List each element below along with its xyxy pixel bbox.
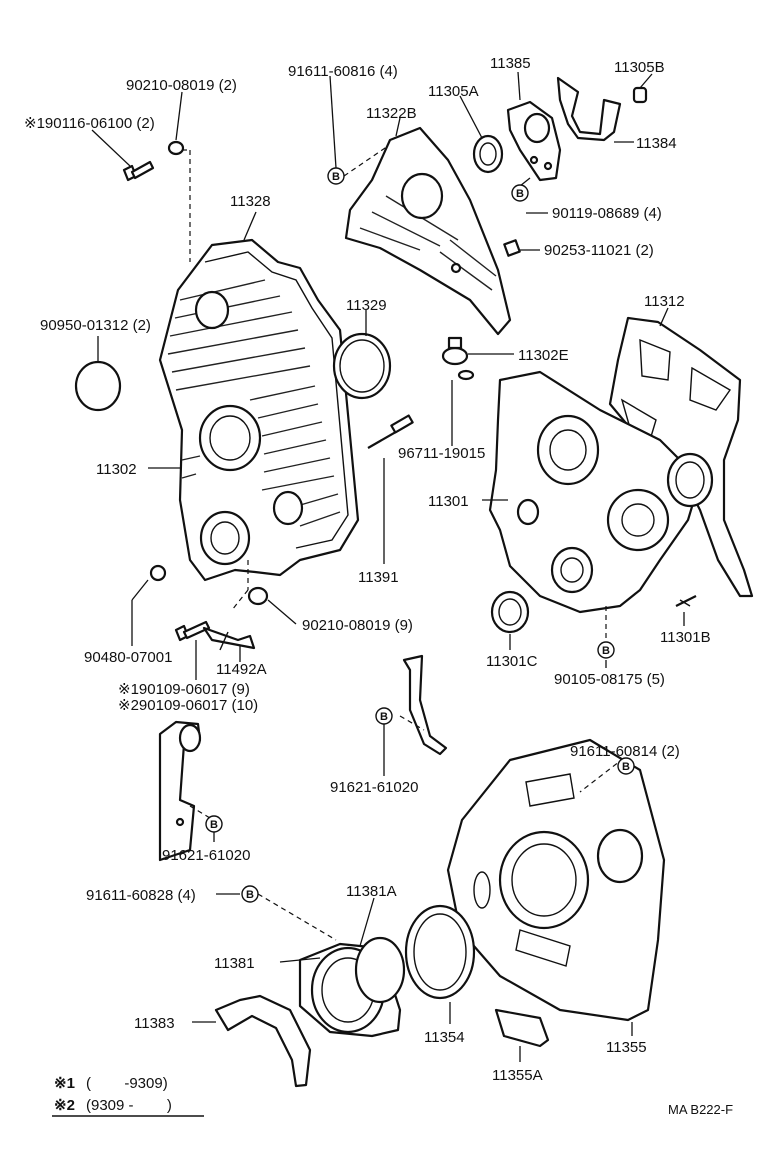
label-91611-60828: 91611-60828 (4): [86, 887, 196, 904]
oil-seal-11354: [404, 904, 476, 1000]
washer-90210-08019-top: [167, 140, 185, 156]
label-90253-11021: 90253-11021 (2): [544, 242, 654, 259]
clamp-11492A: [202, 626, 256, 651]
label-90210-08019-2: 90210-08019 (2): [126, 77, 237, 94]
label-290109-06017: ※290109-06017 (10): [118, 697, 258, 714]
dowel-90253-11021: [503, 239, 521, 257]
stud-11301B: [675, 595, 697, 607]
label-91611-60816: 91611-60816 (4): [288, 63, 398, 80]
legend-range-2: (9309 - ): [86, 1097, 172, 1114]
label-11302E: 11302E: [518, 347, 569, 364]
label-11301: 11301: [428, 493, 469, 510]
svg-text:B: B: [332, 171, 340, 183]
legend-mark-2: ※2: [54, 1097, 75, 1114]
label-11355A: 11355A: [492, 1067, 543, 1084]
svg-text:B: B: [210, 819, 218, 831]
label-11391: 11391: [358, 569, 399, 586]
label-11329: 11329: [346, 297, 387, 314]
svg-text:B: B: [246, 889, 254, 901]
legend-range-1: ( -9309): [86, 1075, 168, 1092]
label-11305A: 11305A: [428, 83, 479, 100]
legend-mark-1: ※1: [54, 1075, 75, 1092]
label-11354: 11354: [424, 1029, 465, 1046]
label-11305B: 11305B: [614, 59, 665, 76]
end-plate-11355: [446, 738, 666, 1022]
label-90210-08019-9: 90210-08019 (9): [302, 617, 413, 634]
seal-11305A: [472, 134, 504, 174]
label-190116-06100: ※190116-06100 (2): [24, 115, 155, 132]
bolt-marker-7: B: [241, 885, 259, 903]
dipstick-guide-11391: [367, 414, 414, 449]
label-11312: 11312: [644, 293, 685, 310]
plug-90950-01312: [74, 360, 122, 412]
seal-11301C: [490, 590, 530, 634]
label-11381A: 11381A: [346, 883, 397, 900]
washer-90210-08019-lower: [247, 586, 269, 606]
o-ring-96711-19015: [457, 369, 475, 381]
footnote-legend: ※1 ( -9309) ※2 (9309 - ): [52, 1075, 204, 1117]
svg-text:B: B: [516, 188, 524, 200]
bracket-left: [158, 720, 202, 862]
bolt-marker-4: B: [375, 707, 393, 725]
label-11383: 11383: [134, 1015, 175, 1032]
oil-pan-plate-11383: [214, 994, 312, 1088]
bracket-11385: [506, 100, 562, 182]
seal-retainer-11381: [298, 936, 406, 1038]
label-11381: 11381: [214, 955, 255, 972]
washer-90480-07001: [149, 564, 167, 582]
label-11302: 11302: [96, 461, 137, 478]
timing-belt-cover-11302: [158, 238, 360, 582]
o-ring-11329: [332, 332, 392, 400]
label-90119-08689: 90119-08689 (4): [552, 205, 662, 222]
bolt-marker-6: B: [205, 815, 223, 833]
bolt-marker-2: B: [511, 184, 529, 202]
bolt-190116-06100: [122, 160, 155, 182]
label-11301C: 11301C: [486, 653, 538, 670]
plug-11302E: [441, 336, 469, 366]
plate-11384: [556, 76, 622, 142]
label-91621-61020-center: 91621-61020: [330, 779, 418, 796]
svg-text:B: B: [380, 711, 388, 723]
label-90105-08175: 90105-08175 (5): [554, 671, 665, 688]
svg-text:B: B: [602, 645, 610, 657]
bolt-marker-3: B: [597, 641, 615, 659]
label-11328: 11328: [230, 193, 271, 210]
bolt-marker-1: B: [327, 167, 345, 185]
label-190109-06017: ※190109-06017 (9): [118, 681, 250, 698]
diagram-code: MA B222-F: [668, 1102, 733, 1117]
svg-text:B: B: [622, 761, 630, 773]
label-11322B: 11322B: [366, 105, 417, 122]
label-11384: 11384: [636, 135, 677, 152]
label-91611-60814: 91611-60814 (2): [570, 743, 680, 760]
label-11492A: 11492A: [216, 661, 267, 678]
pin-11305B: [632, 86, 648, 104]
bolt-marker-5: B: [617, 757, 635, 775]
label-96711-19015: 96711-19015: [398, 445, 485, 462]
label-90950-01312: 90950-01312 (2): [40, 317, 151, 334]
label-91621-61020-left: 91621-61020: [162, 847, 250, 864]
label-11385: 11385: [490, 55, 531, 72]
bracket-center: [402, 654, 448, 756]
bolt-190109-06017: [174, 620, 211, 642]
cover-plate-11322B: [344, 126, 512, 336]
label-11355: 11355: [606, 1039, 647, 1056]
label-90480-07001: 90480-07001: [84, 649, 172, 666]
oil-pump-housing-11301: [488, 370, 714, 614]
label-11301B: 11301B: [660, 629, 711, 646]
baffle-11355A: [494, 1008, 550, 1048]
